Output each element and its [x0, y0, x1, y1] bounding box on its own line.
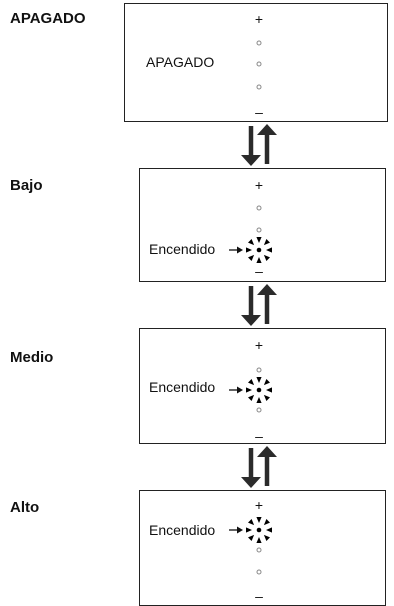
- indicator-2-plus: +: [255, 337, 263, 353]
- indicator-0-minus: –: [255, 104, 263, 120]
- panel-text-low: Encendido: [149, 241, 216, 257]
- transition-arrows-0-down-head: [241, 155, 261, 166]
- indicator-3-lit-level-ray: [263, 534, 270, 541]
- indicator-1-lit-level-ray: [266, 247, 272, 253]
- indicator-2-lit-level-ray: [263, 379, 270, 386]
- indicator-1-lit-level-ray: [263, 254, 270, 261]
- indicator-1-lit-level-ray: [256, 257, 262, 263]
- indicator-3-lit-level-ray: [263, 519, 270, 526]
- state-label-high: Alto: [10, 499, 40, 516]
- indicator-3-dot: [256, 547, 262, 553]
- transition-arrows-0-up-head: [257, 124, 277, 135]
- indicator-2-lit-level-ray: [266, 387, 272, 393]
- indicator-1-lit-level-ray: [248, 239, 255, 246]
- indicator-3-lit-level-ray: [248, 519, 255, 526]
- indicator-1-plus: +: [255, 177, 263, 193]
- indicator-3-lit-level-ray: [256, 517, 262, 523]
- transition-arrows-2-down-head: [241, 477, 261, 488]
- panel-low: [139, 168, 386, 282]
- indicator-1-lit-level-ray: [246, 247, 252, 253]
- indicator-1-lit-level-ray: [263, 239, 270, 246]
- indicator-2-lit-level-ray: [256, 397, 262, 403]
- indicator-3-dot: [256, 569, 262, 575]
- indicator-2-dot: [256, 367, 262, 373]
- indicator-2-lit-level-center: [256, 387, 262, 393]
- indicator-3-plus: +: [255, 497, 263, 513]
- indicator-3-lit-level-ray: [248, 534, 255, 541]
- indicator-1-lit-level-ray: [256, 237, 262, 243]
- indicator-3-lit-level-ray: [256, 537, 262, 543]
- transition-arrows-1-up-head: [257, 284, 277, 295]
- indicator-3-lit-level-ray: [266, 527, 272, 533]
- indicator-2-lit-level-ray: [248, 379, 255, 386]
- indicator-3-lit-level-center: [256, 527, 262, 533]
- indicator-2-minus: –: [255, 428, 263, 444]
- indicator-3-pointer-head: [237, 526, 243, 534]
- state-label-low: Bajo: [10, 177, 43, 194]
- state-label-off: APAGADO: [10, 10, 86, 27]
- transition-arrows-2-up-head: [257, 446, 277, 457]
- indicator-3-minus: –: [255, 588, 263, 604]
- panel-text-high: Encendido: [149, 522, 216, 538]
- indicator-2-lit-level-ray: [248, 394, 255, 401]
- panel-off: [124, 3, 388, 122]
- transition-arrows-1-down-head: [241, 315, 261, 326]
- indicator-2-pointer-head: [237, 386, 243, 394]
- indicator-2-lit-level-ray: [246, 387, 252, 393]
- panel-text-medium: Encendido: [149, 379, 216, 395]
- indicator-1-dot: [256, 205, 262, 211]
- state-label-medium: Medio: [10, 349, 54, 366]
- indicator-0-dot: [256, 61, 262, 67]
- indicator-1-lit-level-center: [256, 247, 262, 253]
- indicator-0-dot: [256, 40, 262, 46]
- panel-text-off: APAGADO: [146, 54, 215, 70]
- indicator-1-dot: [256, 227, 262, 233]
- indicator-3-lit-level-ray: [246, 527, 252, 533]
- indicator-1-minus: –: [255, 263, 263, 279]
- panel-medium: [139, 328, 386, 444]
- indicator-1-pointer-head: [237, 246, 243, 254]
- indicator-2-lit-level-ray: [263, 394, 270, 401]
- indicator-2-lit-level-ray: [256, 377, 262, 383]
- panel-high: [139, 490, 386, 606]
- indicator-1-lit-level-ray: [248, 254, 255, 261]
- indicator-0-dot: [256, 84, 262, 90]
- indicator-0-plus: +: [255, 11, 263, 27]
- indicator-2-dot: [256, 407, 262, 413]
